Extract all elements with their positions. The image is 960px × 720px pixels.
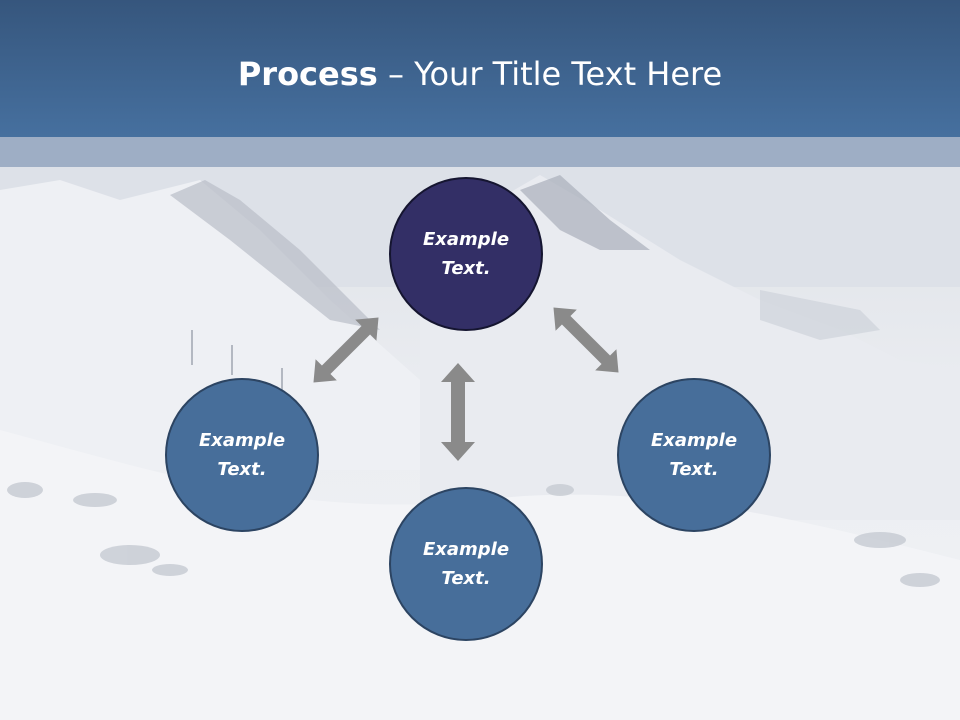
circle-top-line2: Text. (441, 258, 491, 279)
process-circle-top: Example Text. (389, 177, 543, 331)
header-band (0, 0, 960, 137)
circle-left-line2: Text. (217, 459, 267, 480)
circle-right-line1: Example (650, 430, 738, 451)
circle-bottom-line1: Example (422, 539, 510, 560)
double-arrow-upper-right (553, 307, 619, 373)
title-rest-part: – Your Title Text Here (377, 55, 723, 93)
slide-title: Process – Your Title Text Here (0, 54, 960, 94)
circle-bottom-line2: Text. (441, 568, 491, 589)
process-circle-bottom: Example Text. (389, 487, 543, 641)
double-arrow-vertical (441, 363, 475, 461)
header-accent-band (0, 137, 960, 167)
process-circle-left: Example Text. (165, 378, 319, 532)
circle-left-line1: Example (198, 430, 286, 451)
circle-top-line1: Example (422, 229, 510, 250)
circle-right-line2: Text. (669, 459, 719, 480)
title-bold-part: Process (237, 55, 378, 93)
process-circle-right: Example Text. (617, 378, 771, 532)
double-arrow-upper-left (313, 317, 379, 383)
